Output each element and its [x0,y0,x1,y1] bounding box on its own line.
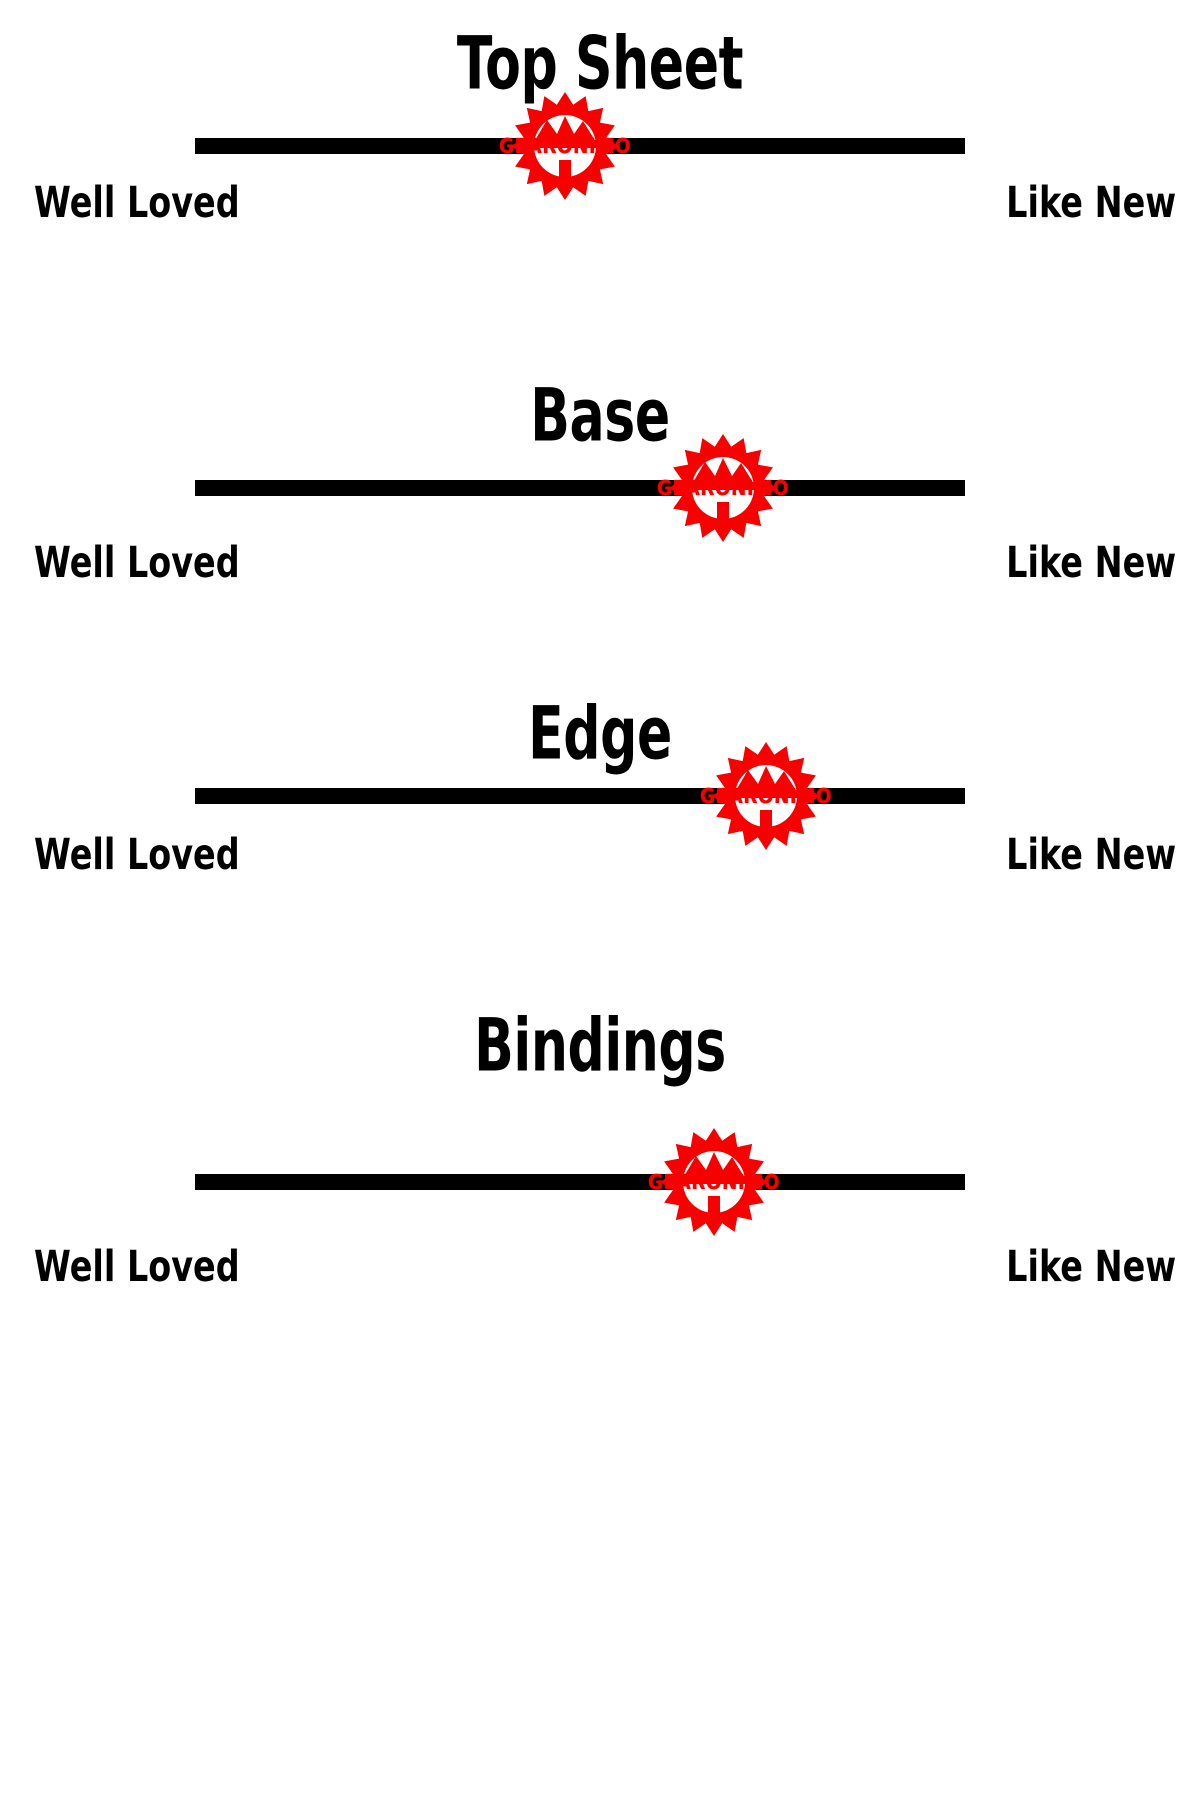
panel-title-top-sheet: Top Sheet [456,20,744,107]
rating-marker-edge[interactable]: GEARONIMO [700,740,832,852]
gearonimo-wordmark: GEARONIMO [498,134,632,158]
gearonimo-wordmark: GEARONIMO [656,476,790,500]
scale-label-like-new-top-sheet: Like New [1005,178,1176,228]
gearonimo-gear-logo-icon [509,90,621,202]
panel-title-bindings: Bindings [474,1002,726,1089]
scale-label-like-new-base: Like New [1005,538,1176,588]
rating-marker-top-sheet[interactable]: GEARONIMO [499,90,631,202]
rating-marker-bindings[interactable]: GEARONIMO [648,1126,780,1238]
gearonimo-wordmark: GEARONIMO [647,1170,781,1194]
scale-label-like-new-edge: Like New [1005,830,1176,880]
panel-title-edge: Edge [528,690,672,777]
gearonimo-gear-logo-icon [667,432,779,544]
gearonimo-gear-logo-icon [710,740,822,852]
panel-title-base: Base [530,372,670,459]
rating-marker-base[interactable]: GEARONIMO [657,432,789,544]
gearonimo-wordmark: GEARONIMO [699,784,833,808]
scale-label-well-loved-bindings: Well Loved [34,1242,240,1292]
scale-label-well-loved-top-sheet: Well Loved [34,178,240,228]
gearonimo-gear-logo-icon [658,1126,770,1238]
rating-slider-track-edge[interactable] [195,788,965,804]
rating-slider-track-base[interactable] [195,480,965,496]
scale-label-well-loved-base: Well Loved [34,538,240,588]
rating-slider-track-bindings[interactable] [195,1174,965,1190]
scale-label-like-new-bindings: Like New [1005,1242,1176,1292]
scale-label-well-loved-edge: Well Loved [34,830,240,880]
